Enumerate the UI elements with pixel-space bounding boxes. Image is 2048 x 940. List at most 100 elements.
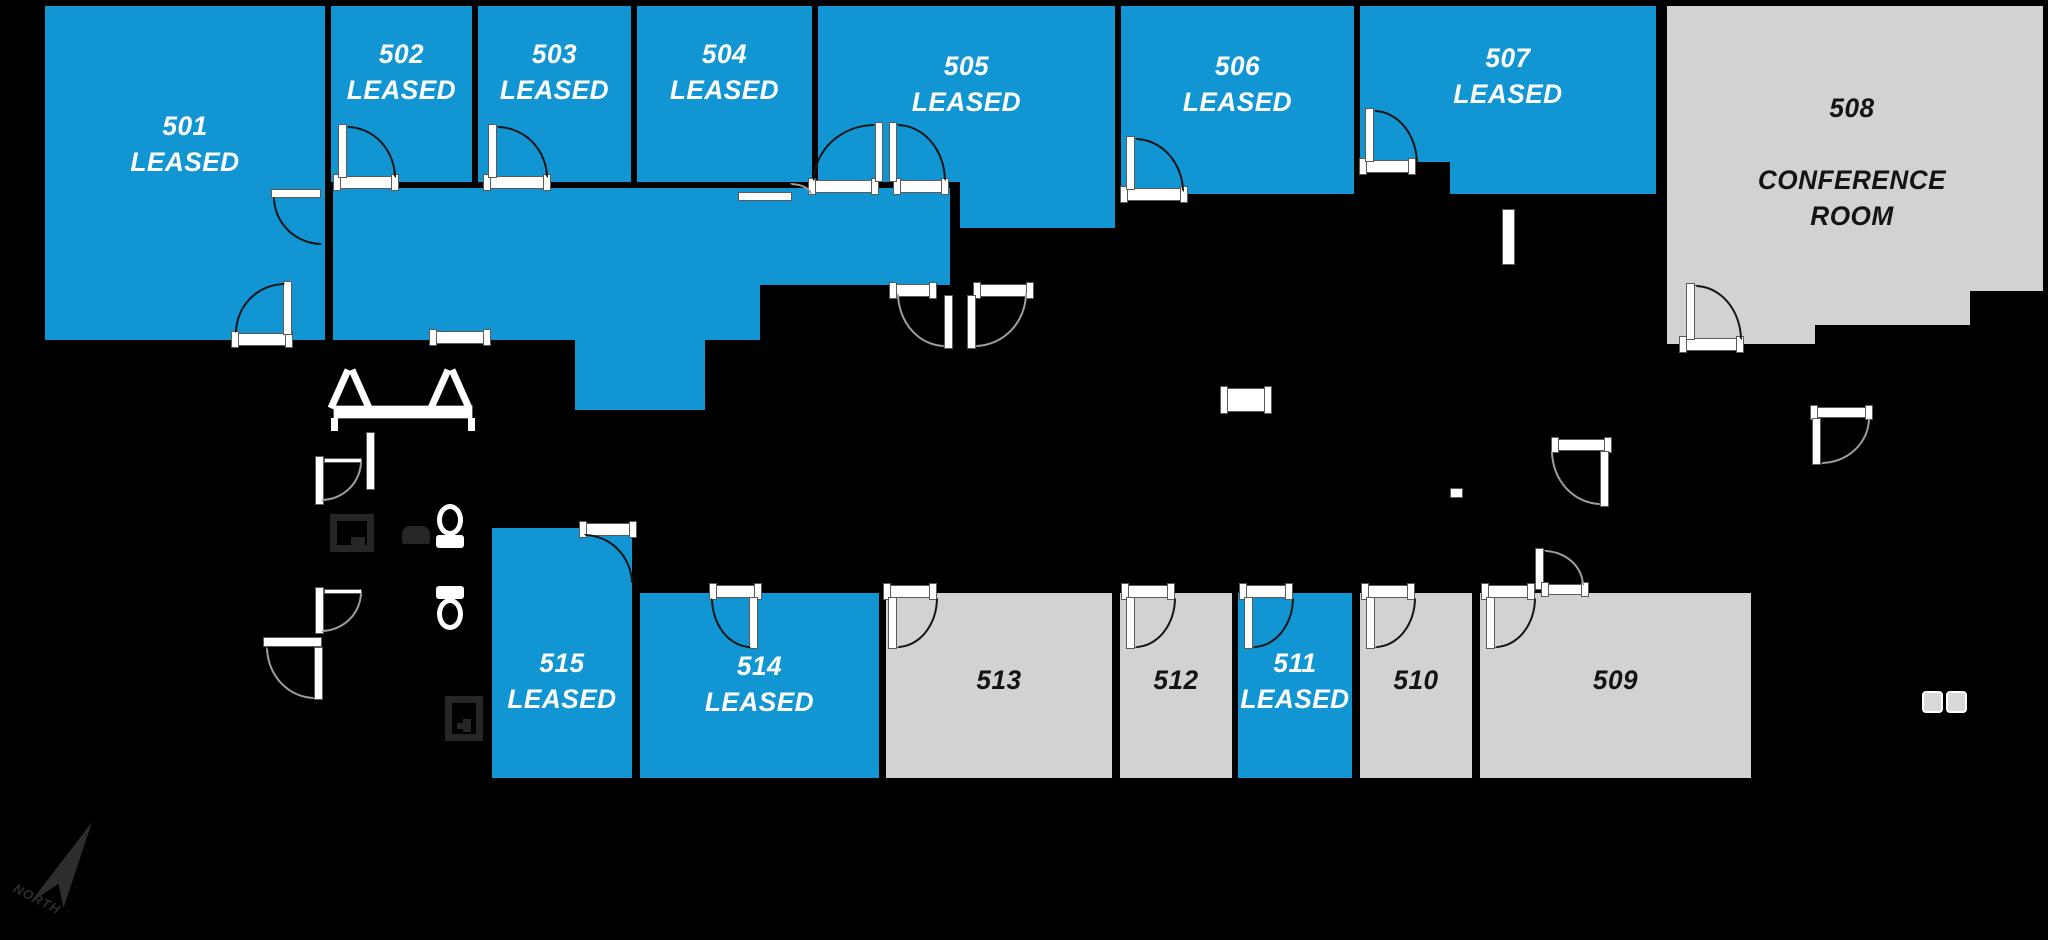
room-509-label: 509 — [1484, 662, 1747, 702]
door-509-north-arc — [1544, 550, 1584, 586]
door-restroom-entry-arc — [266, 647, 315, 699]
door-east-wing-leaf — [1812, 418, 1821, 465]
room-513-label-line: 513 — [976, 665, 1022, 695]
door-509-sill — [1481, 583, 1535, 600]
room-514-label-line: 514 — [736, 651, 783, 681]
door-restroom-entry-post — [314, 647, 323, 700]
door-restroom-entry-leaf — [263, 637, 322, 647]
toilet-base — [436, 586, 464, 599]
room-507 — [1450, 162, 1656, 194]
room-513-label: 513 — [889, 662, 1108, 702]
appliance-detail — [457, 723, 468, 729]
room-514-label-line: LEASED — [704, 687, 815, 717]
room-511-label-line: 511 — [1273, 648, 1317, 678]
room-510-label-line: 510 — [1393, 665, 1439, 695]
door-504-swing-leaf — [738, 192, 792, 201]
door-corridor-double-arc — [975, 293, 1027, 347]
door-511-leaf — [1244, 597, 1253, 649]
room-509-label-line: 509 — [1592, 665, 1639, 695]
room-501-label-line: 501 — [162, 111, 208, 141]
ladder-leg — [348, 368, 373, 410]
door-506-leaf — [1126, 136, 1135, 190]
room-508-label-line: ROOM — [1810, 201, 1894, 231]
room-506-label-line: LEASED — [1182, 87, 1293, 117]
room-508 — [1667, 6, 2043, 291]
door-east-wing-arc — [1821, 418, 1870, 464]
toilet-icon — [436, 586, 464, 632]
toilet-icon — [436, 504, 464, 550]
vanity-icon — [330, 514, 374, 552]
room-504-label-line: LEASED — [669, 75, 780, 105]
door-512-sill — [1121, 583, 1175, 600]
door-502-leaf — [338, 124, 347, 178]
ladder-icon — [327, 368, 475, 432]
room-515-label-line: LEASED — [507, 684, 617, 714]
ladder-foot — [468, 418, 475, 431]
door-511-sill — [1239, 583, 1293, 600]
room-510-label: 510 — [1362, 662, 1471, 702]
toilet-base — [436, 535, 464, 548]
wall-partition-post — [366, 432, 375, 490]
door-507-leaf — [1365, 108, 1374, 162]
ladder-leg — [327, 368, 352, 410]
elevator-button — [1922, 691, 1943, 713]
door-515-sill — [579, 521, 637, 538]
door-corridor-east-sill — [1551, 437, 1612, 453]
door-513-leaf — [888, 597, 897, 649]
door-508-sill — [1679, 336, 1744, 353]
door-stall-a-arc — [321, 461, 362, 501]
room-511-label-line: LEASED — [1240, 684, 1350, 714]
room-514 — [640, 593, 879, 778]
room-501-label-line: LEASED — [130, 147, 240, 177]
door-512-leaf — [1126, 597, 1135, 649]
room-502-label-line: LEASED — [346, 75, 457, 105]
ladder-foot — [331, 418, 338, 431]
radiator — [1502, 209, 1515, 265]
room-515-label-line: 515 — [539, 648, 585, 678]
door-510-leaf — [1366, 597, 1375, 649]
room-common-area — [760, 188, 950, 285]
door-east-wing-sill — [1810, 405, 1873, 420]
toilet-bowl — [437, 598, 463, 630]
room-504 — [637, 6, 812, 182]
door-504-505-right-leaf — [889, 122, 897, 182]
room-common-area — [333, 188, 760, 340]
door-513-sill — [883, 583, 937, 600]
room-508-label-line: CONFERENCE — [1757, 165, 1947, 195]
door-corridor-sill-sill — [1220, 386, 1272, 414]
room-507-label-line: LEASED — [1453, 79, 1563, 109]
room-507-label-line: 507 — [1485, 43, 1531, 73]
room-505-label-line: LEASED — [911, 87, 1022, 117]
room-506-label-line: 506 — [1214, 51, 1261, 81]
door-510-sill — [1361, 583, 1415, 600]
wall-stub-post — [1450, 488, 1463, 498]
door-corridor-east-leaf — [1600, 451, 1609, 507]
door-corridor-double-leaf — [944, 295, 953, 349]
room-512-label-line: 512 — [1153, 665, 1199, 695]
room-512-label: 512 — [1122, 662, 1231, 702]
door-common-south-sill — [429, 329, 491, 346]
door-514-sill — [709, 583, 762, 600]
door-stall-b-arc — [321, 592, 362, 632]
door-504-505-left-leaf — [875, 122, 883, 182]
sink-icon — [402, 526, 430, 544]
room-508-label-line — [1848, 126, 1856, 162]
room-505-label-line: 505 — [943, 51, 990, 81]
door-509-leaf — [1486, 597, 1495, 649]
elevator-button — [1946, 691, 1967, 713]
door-503-leaf — [488, 124, 497, 178]
room-common-area — [575, 340, 705, 410]
room-503-label-line: 503 — [531, 39, 578, 69]
